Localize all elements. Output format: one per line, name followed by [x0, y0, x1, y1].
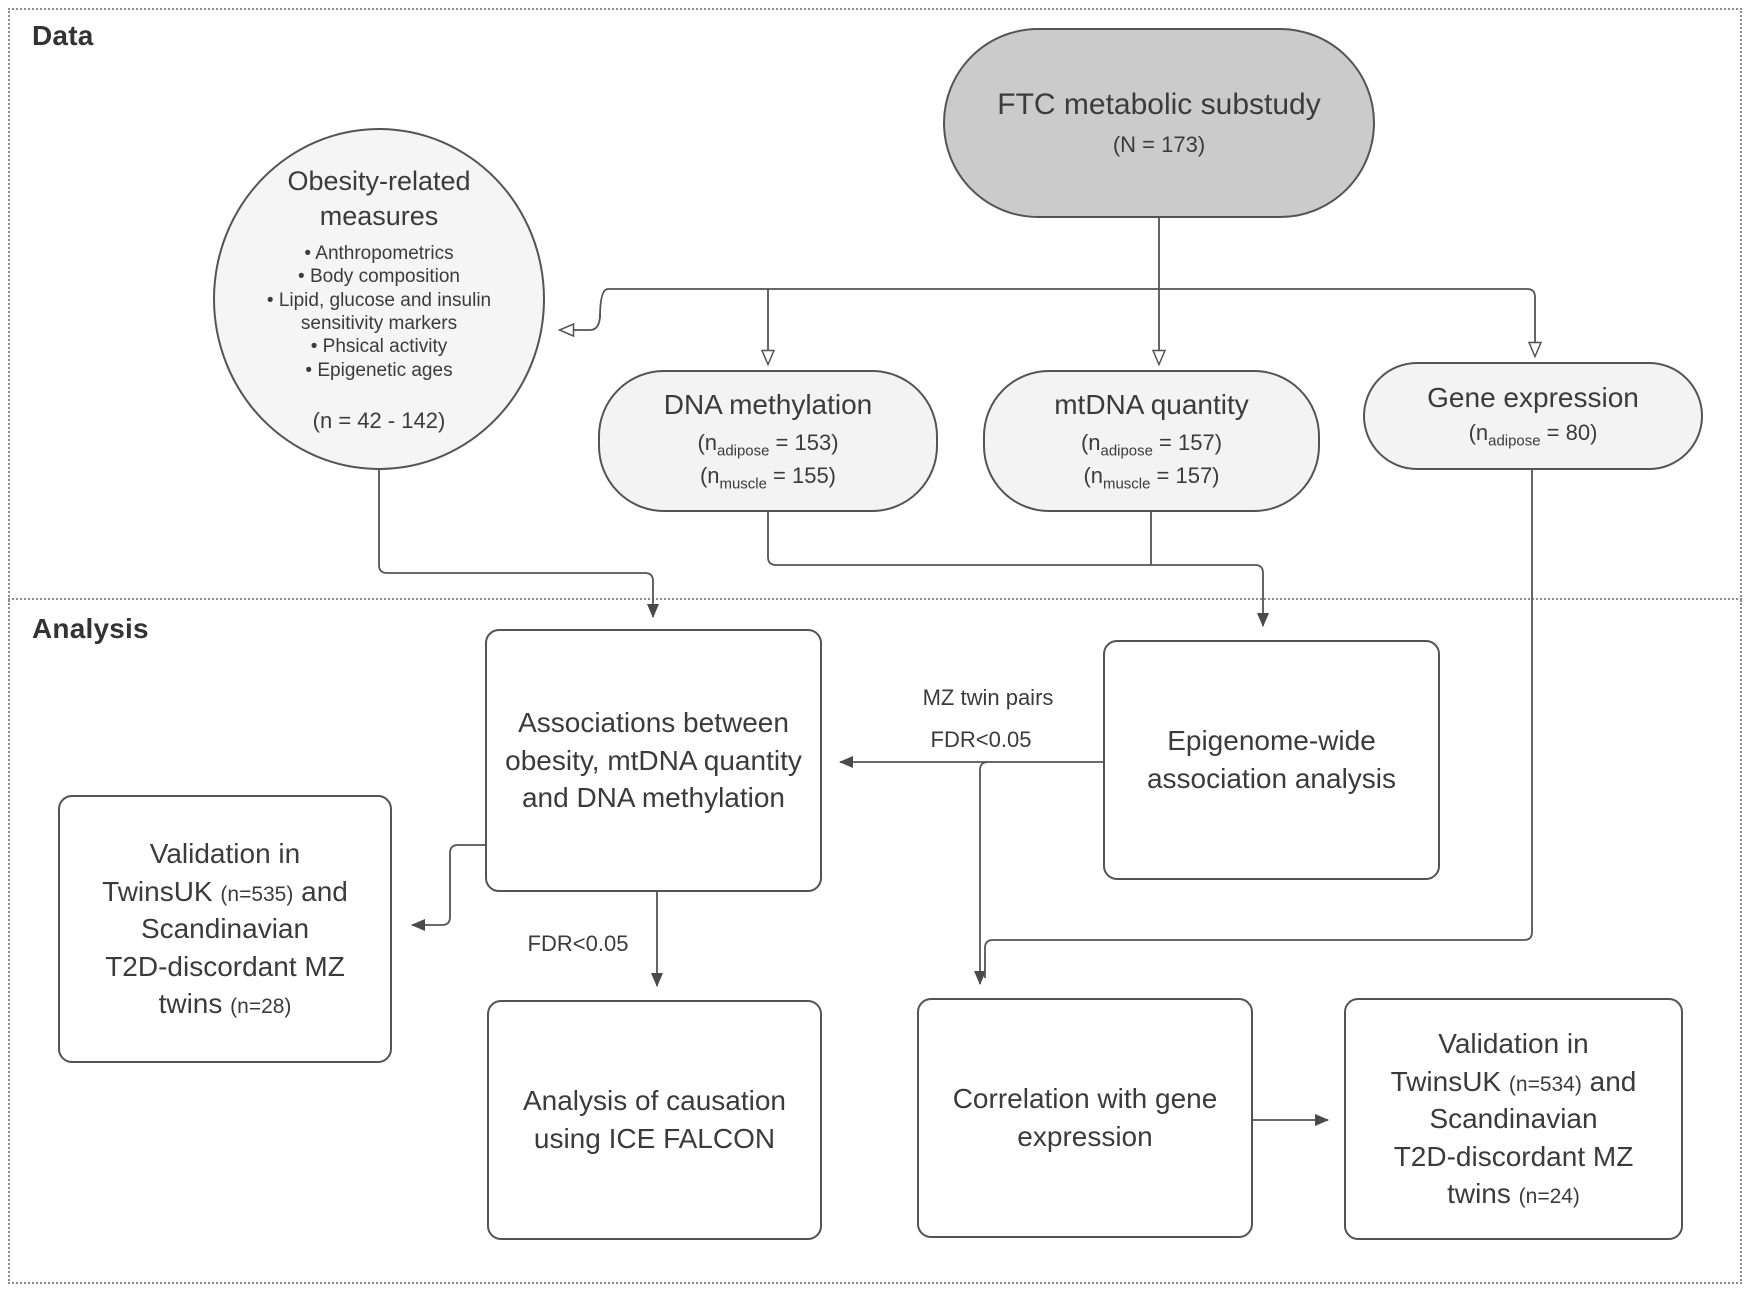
dna-methylation-title: DNA methylation	[663, 389, 873, 421]
obesity-bullet: Anthropometrics	[229, 242, 529, 265]
validation-cohort: TwinsUK	[102, 875, 221, 907]
validation-word: twins	[1447, 1178, 1519, 1210]
data-section-frame	[8, 8, 1742, 600]
validation-line: Validation in	[1438, 1028, 1589, 1060]
validation-line: TwinsUK (n=534) and	[1391, 1063, 1637, 1101]
correlation-text: Correlation with gene expression	[952, 1083, 1218, 1152]
n-post: = 80)	[1540, 420, 1598, 446]
node-ftc-metabolic-substudy: FTC metabolic substudy (N = 173)	[943, 28, 1375, 218]
n-sub: adipose	[1100, 442, 1153, 460]
arrow-obesity-to-associations	[378, 470, 659, 618]
node-gene-expression: Gene expression (nadipose = 80)	[1363, 362, 1703, 470]
validation-line: Scandinavian	[1429, 1103, 1598, 1135]
n-pre: (n	[1083, 463, 1104, 489]
obesity-n: (n = 42 - 142)	[312, 408, 446, 434]
associations-text: Associations between obesity, mtDNA quan…	[505, 707, 802, 814]
node-correlation-gene-expression: Correlation with gene expression	[917, 998, 1253, 1238]
gene-expression-n-adipose: (nadipose = 80)	[1469, 418, 1598, 452]
validation-and: and	[1581, 1065, 1637, 1097]
validation-line: T2D-discordant MZ	[105, 950, 345, 982]
validation-line: twins (n=24)	[1391, 1175, 1637, 1213]
label-mz-twin-pairs: MZ twin pairs	[922, 685, 1054, 710]
validation-and: and	[293, 875, 348, 907]
mtdna-n-muscle: (nmuscle = 157)	[1083, 461, 1219, 495]
arrow-ftc-to-obesity	[557, 313, 601, 338]
validation-n: (n=28)	[230, 995, 292, 1019]
mtdna-quantity-title: mtDNA quantity	[1054, 389, 1249, 421]
validation-right-text: Validation in TwinsUK (n=534) and Scandi…	[1373, 1025, 1655, 1213]
validation-cohort: TwinsUK	[1390, 1065, 1509, 1097]
analysis-section-label: Analysis	[32, 613, 149, 644]
validation-n: (n=24)	[1518, 1185, 1580, 1209]
validation-n: (n=535)	[220, 882, 294, 906]
node-epigenome-wide-analysis: Epigenome-wide association analysis	[1103, 640, 1440, 880]
n-sub: muscle	[1103, 475, 1151, 493]
validation-left-text: Validation in TwinsUK (n=535) and Scandi…	[84, 835, 366, 1023]
label-fdr-causation: FDR<0.05	[527, 931, 629, 956]
arrow-ftc-to-gene-expression	[599, 288, 1543, 359]
n-post: = 155)	[766, 463, 837, 489]
epigenome-text: Epigenome-wide association analysis	[1146, 725, 1397, 794]
data-section-label: Data	[32, 20, 94, 51]
n-sub: adipose	[1488, 432, 1541, 450]
n-pre: (n	[697, 429, 718, 455]
obesity-title: Obesity-related measures	[287, 165, 471, 231]
arrow-associations-to-validation-left	[411, 844, 485, 931]
gene-expression-title: Gene expression	[1427, 382, 1639, 414]
ftc-n: (N = 173)	[1112, 131, 1206, 157]
obesity-bullet: Phsical activity	[229, 335, 529, 358]
validation-line: Scandinavian	[140, 913, 310, 945]
node-mtdna-quantity: mtDNA quantity (nadipose = 157) (nmuscle…	[983, 370, 1320, 512]
arrow-epigenome-to-correlation	[974, 761, 989, 985]
obesity-bullet: Body composition	[229, 265, 529, 288]
n-sub: adipose	[717, 442, 770, 460]
ice-falcon-text: Analysis of causation using ICE FALCON	[522, 1085, 787, 1154]
node-validation-right: Validation in TwinsUK (n=534) and Scandi…	[1344, 998, 1683, 1240]
n-pre: (n	[1080, 429, 1101, 455]
validation-line: Validation in	[149, 838, 301, 870]
dna-methylation-n-muscle: (nmuscle = 155)	[700, 461, 836, 495]
validation-line: twins (n=28)	[102, 985, 348, 1023]
node-dna-methylation: DNA methylation (nadipose = 153) (nmuscl…	[598, 370, 938, 512]
wire-gene-to-correlation	[984, 468, 1533, 978]
n-post: = 153)	[769, 429, 839, 455]
obesity-bullet-list: Anthropometrics Body composition Lipid, …	[229, 242, 529, 382]
arrow-dna-to-epigenome	[767, 512, 1269, 627]
validation-n: (n=534)	[1508, 1072, 1582, 1096]
node-obesity-related-measures: Obesity-related measures Anthropometrics…	[213, 128, 545, 470]
dna-methylation-n-adipose: (nadipose = 153)	[697, 428, 838, 462]
validation-word: twins	[158, 988, 231, 1020]
label-fdr-epigenome: FDR<0.05	[930, 727, 1032, 752]
n-sub: muscle	[719, 475, 767, 493]
ftc-title: FTC metabolic substudy	[997, 88, 1321, 122]
mtdna-n-adipose: (nadipose = 157)	[1081, 428, 1222, 462]
validation-line: TwinsUK (n=535) and	[102, 873, 348, 911]
obesity-bullet: Epigenetic ages	[229, 359, 529, 382]
node-associations: Associations between obesity, mtDNA quan…	[485, 629, 822, 892]
node-ice-falcon: Analysis of causation using ICE FALCON	[487, 1000, 822, 1240]
validation-line: T2D-discordant MZ	[1393, 1140, 1634, 1172]
n-post: = 157)	[1150, 463, 1220, 489]
obesity-bullet: Lipid, glucose and insulin sensitivity m…	[229, 289, 529, 336]
n-post: = 157)	[1152, 429, 1223, 455]
analysis-section-frame	[8, 600, 1742, 1284]
node-validation-left: Validation in TwinsUK (n=535) and Scandi…	[58, 795, 392, 1063]
n-pre: (n	[699, 463, 720, 489]
n-pre: (n	[1468, 420, 1489, 446]
